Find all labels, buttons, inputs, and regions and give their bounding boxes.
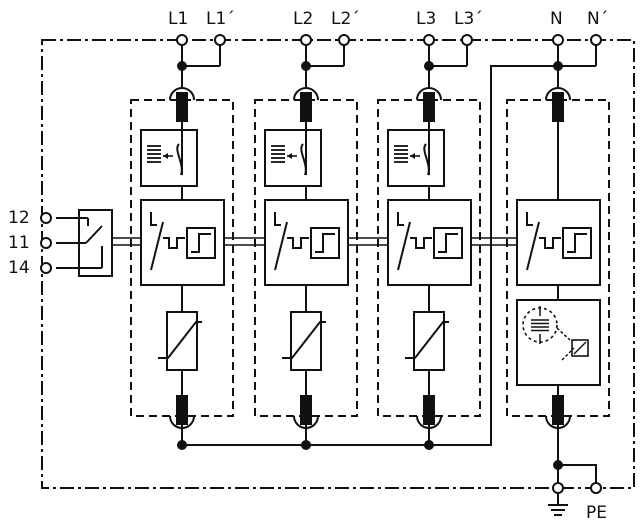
fuse-icon (423, 395, 435, 425)
spark-gap-icon (516, 199, 601, 286)
fuse-icon (300, 395, 312, 425)
mechanical-linkage (111, 237, 517, 246)
fuse-icon (176, 92, 188, 122)
terminal-l3-prime (461, 34, 473, 46)
signal-terminal-12 (40, 212, 52, 224)
fuse-icon (552, 92, 564, 122)
thermal-disconnector-icon (516, 299, 601, 386)
phase-module-n (516, 66, 601, 445)
remote-contact-switch-icon (40, 209, 113, 277)
terminal-l1-prime (214, 34, 226, 46)
junction-dot (177, 440, 187, 450)
neutral-loop-wire (182, 65, 558, 446)
phase-module-l1 (140, 66, 225, 450)
signal-terminal-11 (40, 237, 52, 249)
terminal-n-prime (590, 34, 602, 46)
terminal-label-l2: L2 (293, 9, 313, 29)
fuse-icon (176, 395, 188, 425)
terminal-l1 (176, 34, 188, 46)
status-indicator-icon (387, 129, 445, 187)
spark-gap-icon (264, 199, 349, 286)
terminal-n (552, 34, 564, 46)
phase-module-l3 (387, 66, 472, 450)
fuse-icon (552, 395, 564, 425)
junction-dot (424, 440, 434, 450)
bottom-bus (548, 430, 602, 516)
signal-label-14: 14 (8, 258, 30, 278)
pe-label: PE (586, 503, 607, 523)
varistor-icon (405, 311, 449, 371)
signal-terminal-14 (40, 262, 52, 274)
earth-ground-icon (548, 493, 568, 516)
status-indicator-icon (264, 129, 322, 187)
spark-gap-icon (387, 199, 472, 286)
junction-dot (301, 440, 311, 450)
terminal-l3 (423, 34, 435, 46)
status-indicator-icon (140, 129, 198, 187)
signal-label-12: 12 (8, 208, 30, 228)
top-terminals (176, 34, 602, 71)
terminal-l2-prime (338, 34, 350, 46)
terminal-label-n-prime: N´ (587, 9, 608, 29)
terminal-pe (590, 482, 602, 494)
terminal-label-l2-prime: L2´ (331, 9, 360, 29)
terminal-label-l1-prime: L1´ (206, 9, 235, 29)
terminal-label-l3: L3 (416, 9, 436, 29)
terminal-label-l1: L1 (168, 9, 188, 29)
device-enclosure (41, 39, 635, 489)
varistor-icon (158, 311, 202, 371)
terminal-label-n: N (550, 9, 563, 29)
fuse-icon (300, 92, 312, 122)
signal-label-11: 11 (8, 233, 30, 253)
fuse-icon (423, 92, 435, 122)
terminal-ground (552, 482, 564, 494)
varistor-icon (282, 311, 326, 371)
terminal-l2 (300, 34, 312, 46)
phase-module-l2 (264, 66, 349, 450)
spark-gap-icon (140, 199, 225, 286)
terminal-label-l3-prime: L3´ (454, 9, 483, 29)
